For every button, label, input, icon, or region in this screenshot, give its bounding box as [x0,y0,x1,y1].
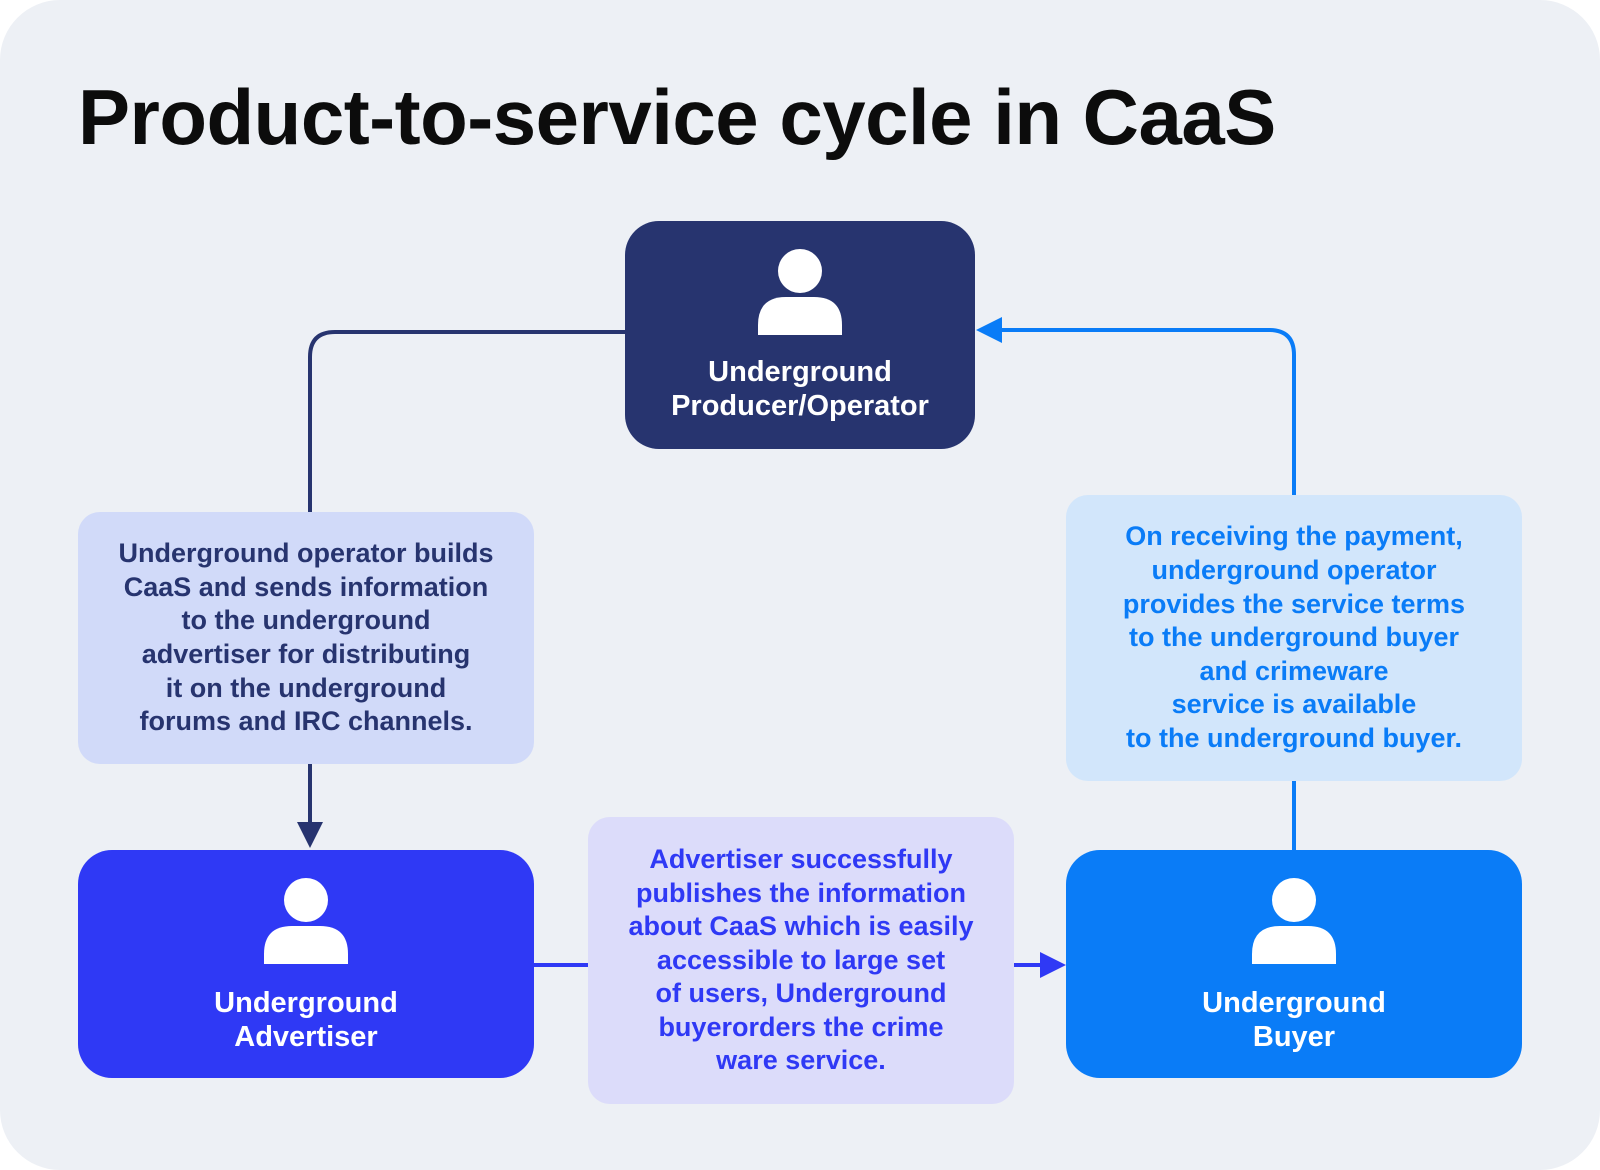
person-icon [758,249,842,335]
note-advertiser-publishes: Advertiser successfully publishes the in… [588,817,1014,1104]
node-label-line: Underground [1202,987,1386,1019]
node-label-line: Underground [214,987,398,1019]
node-label-line: Producer/Operator [671,390,929,422]
node-label: Underground Buyer [1202,986,1386,1054]
node-label: Underground Advertiser [214,986,398,1054]
arrowhead-to-buyer [1040,952,1066,978]
node-label-line: Buyer [1252,1021,1336,1053]
note-payment-received: On receiving the payment, underground op… [1066,495,1522,781]
node-buyer: Underground Buyer [1066,850,1522,1078]
node-advertiser: Underground Advertiser [78,850,534,1078]
node-label-line: Underground [708,356,892,388]
person-icon [264,878,348,964]
node-label: Underground Producer/Operator [671,355,929,423]
node-label-line: Advertiser [234,1021,378,1053]
edge-producer-to-note-build [308,330,625,512]
arrowhead-to-advertiser [297,822,323,848]
edge-note-payment-to-producer [1001,328,1296,495]
note-operator-builds-caas: Underground operator builds CaaS and sen… [78,512,534,764]
node-producer-operator: Underground Producer/Operator [625,221,975,449]
page-title: Product-to-service cycle in CaaS [78,73,1276,161]
person-icon [1252,878,1336,964]
arrowhead-to-producer [976,317,1002,343]
